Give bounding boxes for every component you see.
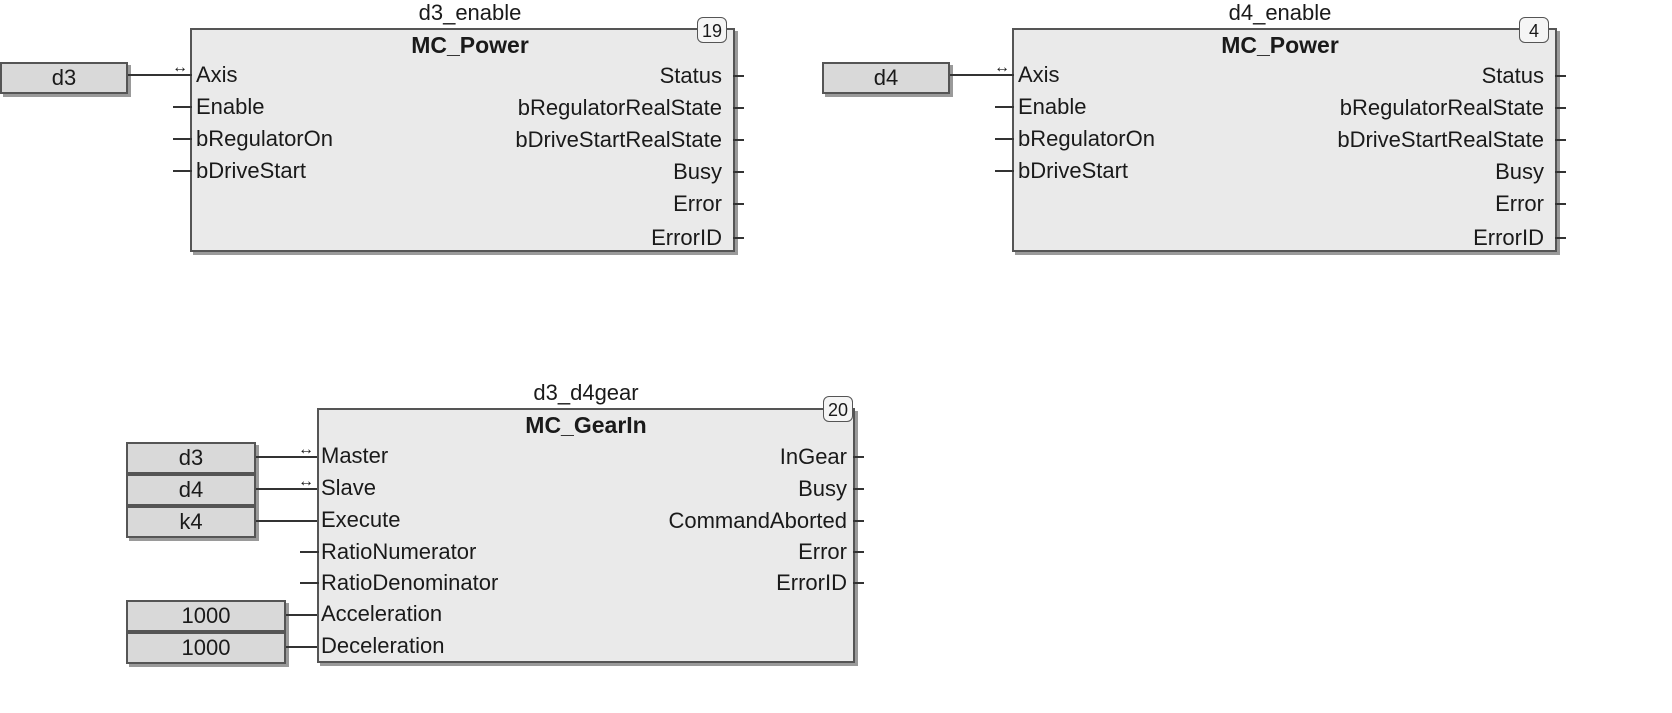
connection-wire: [950, 74, 1012, 76]
input-pin-bregulatoron[interactable]: bRegulatorOn: [196, 126, 333, 151]
output-pin-error[interactable]: Error: [798, 539, 847, 564]
instance-name[interactable]: d3_enable: [418, 0, 522, 25]
output-pin-errorid[interactable]: ErrorID: [776, 570, 847, 595]
input-pin-bdrivestart[interactable]: bDriveStart: [196, 158, 307, 183]
connection-wire: [128, 74, 190, 76]
in-out-arrow-icon: ↔: [298, 441, 314, 458]
connection-wire: [256, 520, 317, 522]
output-pin-bregulatorrealstate[interactable]: bRegulatorRealState: [517, 95, 722, 120]
output-pin-errorid[interactable]: ErrorID: [651, 225, 722, 250]
output-pin-busy[interactable]: Busy: [673, 159, 722, 184]
pin-stub: [173, 106, 192, 108]
output-pin-bregulatorrealstate[interactable]: bRegulatorRealState: [1339, 95, 1544, 120]
variable-box-deceleration[interactable]: 1000: [126, 632, 286, 664]
function-block-type: MC_Power: [411, 32, 529, 58]
function-block-body[interactable]: [1012, 28, 1557, 252]
in-out-arrow-icon: ↔: [298, 473, 314, 490]
pin-stub: [733, 75, 744, 77]
input-pin-deceleration[interactable]: Deceleration: [321, 633, 445, 658]
instance-name[interactable]: d4_enable: [1228, 0, 1332, 25]
input-pin-bregulatoron[interactable]: bRegulatorOn: [1018, 126, 1155, 151]
execution-order-badge: 4: [1519, 17, 1549, 43]
input-pin-enable[interactable]: Enable: [196, 94, 265, 119]
pin-stub: [173, 170, 192, 172]
output-pin-error[interactable]: Error: [1495, 191, 1544, 216]
input-pin-rationumerator[interactable]: RatioNumerator: [321, 539, 477, 564]
pin-stub: [995, 138, 1014, 140]
in-out-arrow-icon: ↔: [172, 59, 188, 76]
pin-stub: [300, 582, 319, 584]
connection-wire: [286, 614, 317, 616]
input-pin-execute[interactable]: Execute: [321, 507, 401, 532]
function-block-body[interactable]: [190, 28, 735, 252]
pin-stub: [853, 551, 864, 553]
input-pin-ratiodenominator[interactable]: RatioDenominator: [321, 570, 499, 595]
pin-stub: [733, 203, 744, 205]
input-pin-slave[interactable]: Slave: [321, 475, 377, 500]
input-pin-axis[interactable]: Axis: [1018, 62, 1060, 87]
input-pin-axis[interactable]: Axis: [196, 62, 238, 87]
pin-stub: [1555, 203, 1566, 205]
pin-stub: [853, 456, 864, 458]
output-pin-errorid[interactable]: ErrorID: [1473, 225, 1544, 250]
output-pin-busy[interactable]: Busy: [1495, 159, 1544, 184]
output-pin-error[interactable]: Error: [673, 191, 722, 216]
output-pin-busy[interactable]: Busy: [798, 476, 847, 501]
variable-box-acceleration[interactable]: 1000: [126, 600, 286, 632]
input-pin-enable[interactable]: Enable: [1018, 94, 1087, 119]
output-pin-bdrivestartrealstate[interactable]: bDriveStartRealState: [515, 127, 722, 152]
execution-order-badge: 20: [823, 396, 853, 422]
output-pin-status[interactable]: Status: [1481, 63, 1544, 88]
variable-box-k4[interactable]: k4: [126, 506, 256, 538]
pin-stub: [853, 488, 864, 490]
instance-name[interactable]: d3_d4gear: [533, 380, 639, 405]
pin-stub: [733, 107, 744, 109]
pin-stub: [853, 582, 864, 584]
function-block-body[interactable]: [317, 408, 855, 663]
pin-stub: [173, 138, 192, 140]
variable-box-d3[interactable]: d3: [126, 442, 256, 474]
connection-wire: [286, 646, 317, 648]
input-pin-master[interactable]: Master: [321, 443, 389, 468]
output-pin-ingear[interactable]: InGear: [779, 444, 847, 469]
output-pin-status[interactable]: Status: [659, 63, 722, 88]
input-pin-bdrivestart[interactable]: bDriveStart: [1018, 158, 1129, 183]
pin-stub: [853, 520, 864, 522]
pin-stub: [733, 171, 744, 173]
connection-wire: [256, 456, 317, 458]
output-pin-bdrivestartrealstate[interactable]: bDriveStartRealState: [1337, 127, 1544, 152]
pin-stub: [300, 551, 319, 553]
output-pin-commandaborted[interactable]: CommandAborted: [668, 508, 847, 533]
pin-stub: [1555, 75, 1566, 77]
pin-stub: [995, 106, 1014, 108]
pin-stub: [1555, 171, 1566, 173]
pin-stub: [1555, 139, 1566, 141]
function-block-type: MC_GearIn: [525, 412, 647, 438]
input-pin-acceleration[interactable]: Acceleration: [321, 601, 443, 626]
execution-order-badge: 19: [697, 17, 727, 43]
variable-box-d4[interactable]: d4: [822, 62, 950, 94]
variable-box-d4[interactable]: d4: [126, 474, 256, 506]
function-block-type: MC_Power: [1221, 32, 1339, 58]
variable-box-d3[interactable]: d3: [0, 62, 128, 94]
pin-stub: [1555, 107, 1566, 109]
connection-wire: [256, 488, 317, 490]
pin-stub: [733, 139, 744, 141]
pin-stub: [733, 237, 744, 239]
pin-stub: [995, 170, 1014, 172]
pin-stub: [1555, 237, 1566, 239]
in-out-arrow-icon: ↔: [994, 59, 1010, 76]
